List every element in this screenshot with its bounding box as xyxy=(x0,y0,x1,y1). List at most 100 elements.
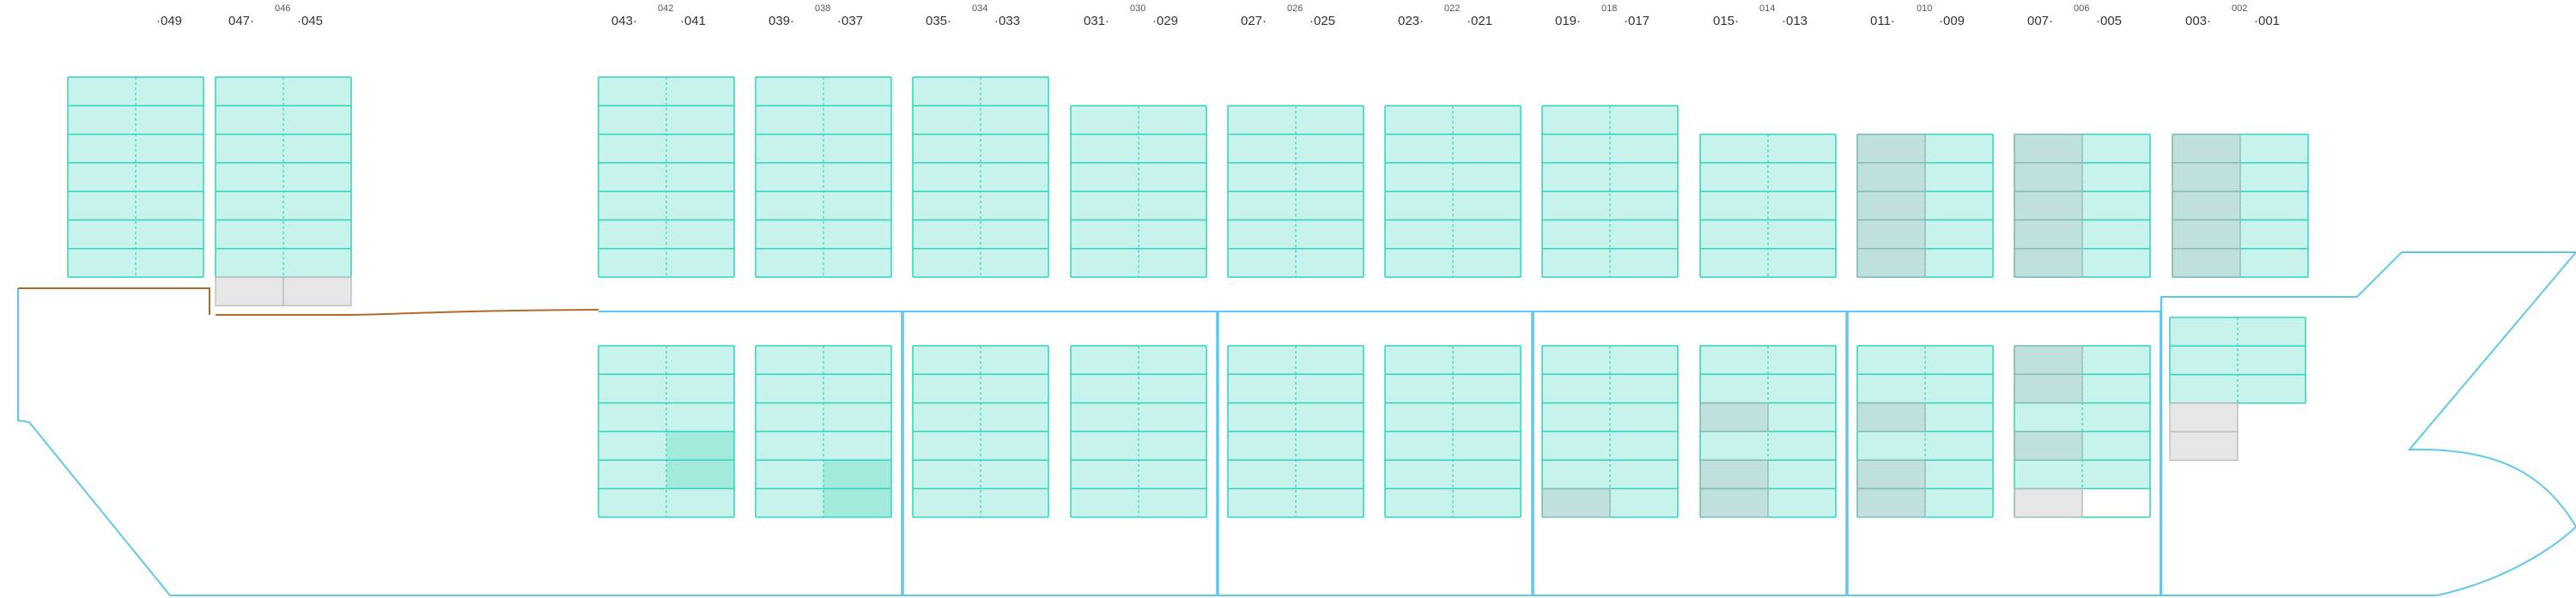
slot-cell-empty xyxy=(1228,402,1296,432)
slot-cell-empty xyxy=(1453,488,1521,517)
hold-bay xyxy=(2014,345,2151,518)
slot-cell-empty xyxy=(1610,402,1678,432)
slot-cell-blocked xyxy=(2014,488,2082,517)
bay-number-label: 003· xyxy=(2185,14,2212,28)
slot-cell-empty xyxy=(1610,346,1678,375)
slot-cell-empty xyxy=(823,162,891,192)
slot-cell-empty xyxy=(283,134,351,163)
slot-cell-empty xyxy=(598,346,666,375)
slot-cell-empty xyxy=(1700,220,1768,249)
slot-cell-empty xyxy=(823,402,891,432)
slot-cell-empty xyxy=(2240,248,2308,277)
slot-cell-empty xyxy=(598,431,666,461)
slot-cell-empty xyxy=(1925,220,1993,249)
slot-cell-empty xyxy=(1610,488,1678,517)
slot-cell-empty xyxy=(1385,374,1453,403)
slot-cell-empty xyxy=(1071,488,1139,517)
hold-bay xyxy=(598,345,735,518)
slot-cell-empty xyxy=(666,191,734,220)
slot-cell-empty xyxy=(1385,162,1453,192)
deck-bay xyxy=(1384,105,1522,278)
slot-cell-occupied xyxy=(1857,162,1925,192)
slot-cell-empty xyxy=(756,162,823,192)
slot-cell-empty xyxy=(136,162,204,192)
slot-cell-occupied xyxy=(2172,162,2240,192)
slot-cell-highlight xyxy=(666,431,734,461)
bay-number-label: 011· xyxy=(1870,14,1895,28)
deck-bay xyxy=(598,76,735,278)
slot-cell-empty xyxy=(756,374,823,403)
slot-cell-empty xyxy=(981,488,1048,517)
slot-cell-empty xyxy=(1453,248,1521,277)
slot-cell-empty xyxy=(1925,431,1993,461)
slot-cell-empty xyxy=(981,76,1048,106)
slot-cell-empty xyxy=(756,134,823,163)
slot-cell-empty xyxy=(1700,162,1768,192)
deck-bay xyxy=(755,76,892,278)
slot-cell-empty xyxy=(598,374,666,403)
slot-cell-empty xyxy=(1139,374,1206,403)
slot-cell-empty xyxy=(1768,346,1836,375)
slot-cell-empty xyxy=(283,248,351,277)
slot-cell-empty xyxy=(756,76,823,106)
slot-cell-empty xyxy=(1768,460,1836,489)
slot-cell-empty xyxy=(2082,191,2150,220)
slot-cell-empty xyxy=(68,106,136,135)
slot-cell-empty xyxy=(2014,402,2082,432)
slot-cell-empty xyxy=(913,346,981,375)
bay-number-label: ·001 xyxy=(2254,14,2281,28)
slot-cell-empty xyxy=(1768,374,1836,403)
slot-cell-empty xyxy=(1296,431,1364,461)
slot-cell-empty xyxy=(1139,431,1206,461)
slot-cell-occupied xyxy=(1700,460,1768,489)
slot-outline xyxy=(1699,487,1769,518)
slot-cell-empty xyxy=(1610,248,1678,277)
hold-bay xyxy=(1070,345,1207,518)
slot-cell-empty xyxy=(1139,460,1206,489)
slot-cell-empty xyxy=(2240,191,2308,220)
slot-cell-empty xyxy=(1453,106,1521,135)
deck-bay xyxy=(2172,133,2309,278)
slot-cell-empty xyxy=(1453,431,1521,461)
slot-cell-empty xyxy=(68,220,136,249)
slot-cell-empty xyxy=(1700,374,1768,403)
deck-bay xyxy=(1541,105,1679,278)
slot-cell-empty xyxy=(2082,374,2150,403)
slot-cell-occupied xyxy=(1857,488,1925,517)
bay-number-label: 034 xyxy=(972,3,988,14)
slot-cell-empty xyxy=(136,76,204,106)
slot-cell-empty xyxy=(68,248,136,277)
slot-cell-occupied xyxy=(1857,402,1925,432)
slot-cell-empty xyxy=(1610,460,1678,489)
slot-cell-empty xyxy=(598,460,666,489)
bay-number-label: 047· xyxy=(228,14,255,28)
bay-number-label: 035· xyxy=(926,14,952,28)
slot-cell-empty xyxy=(216,106,283,135)
slot-cell-empty xyxy=(1385,402,1453,432)
slot-cell-empty xyxy=(1700,346,1768,375)
slot-cell-empty xyxy=(666,76,734,106)
slot-cell-empty xyxy=(1228,162,1296,192)
bay-number-label: 023· xyxy=(1398,14,1425,28)
slot-cell-blocked xyxy=(215,276,284,306)
slot-cell-empty xyxy=(1453,402,1521,432)
deck-bay xyxy=(67,76,204,278)
slot-cell-empty xyxy=(136,191,204,220)
bay-number-label: 010 xyxy=(1917,3,1933,14)
slot-cell-empty xyxy=(666,106,734,135)
slot-cell-empty xyxy=(756,248,823,277)
slot-cell-empty xyxy=(913,488,981,517)
slot-cell-empty xyxy=(68,162,136,192)
slot-cell-highlight xyxy=(666,460,734,489)
slot-cell-empty xyxy=(598,191,666,220)
bay-number-label: 019· xyxy=(1555,14,1582,28)
slot-cell-empty xyxy=(1610,191,1678,220)
bay-number-label: ·029 xyxy=(1152,14,1179,28)
slot-cell-empty xyxy=(1228,248,1296,277)
slot-cell-empty xyxy=(1296,162,1364,192)
deck-bay xyxy=(912,76,1049,278)
slot-cell-empty xyxy=(1768,431,1836,461)
bay-number-label: 006 xyxy=(2074,3,2090,14)
bay-number-label: ·037 xyxy=(837,14,864,28)
slot-cell-empty xyxy=(2082,162,2150,192)
